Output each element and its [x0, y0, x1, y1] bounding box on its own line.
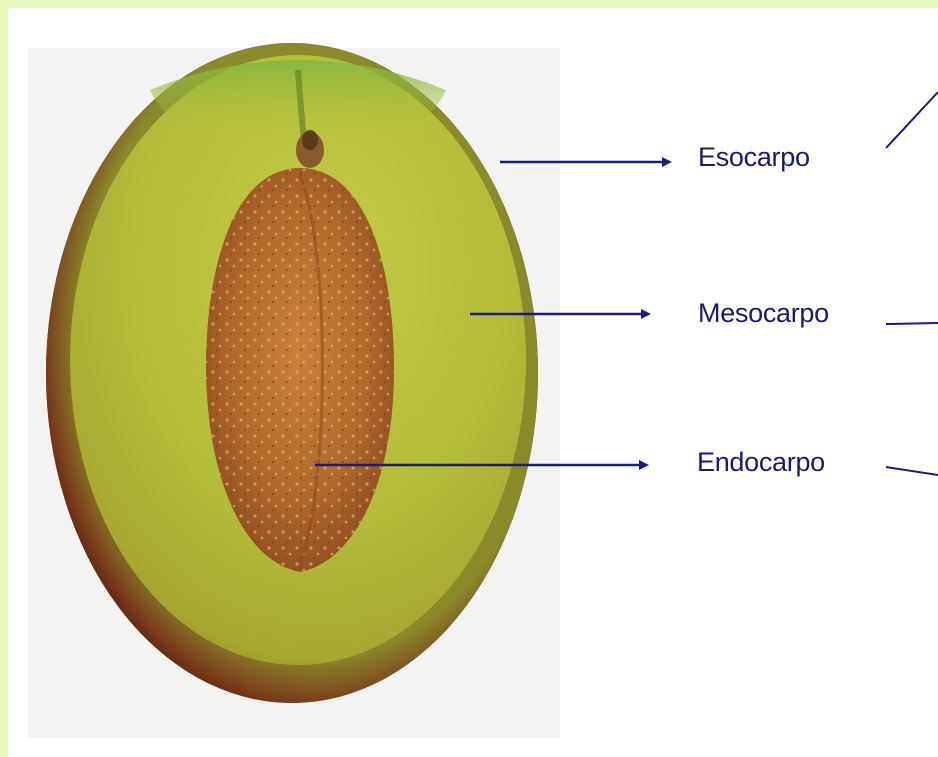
- fruit-pit: [206, 168, 394, 572]
- arrow-exocarp: [500, 157, 672, 167]
- label-mesocarp: Mesocarpo: [698, 298, 829, 329]
- label-endocarp: Endocarpo: [697, 447, 825, 478]
- connector-lines: [886, 92, 938, 475]
- label-exocarp: Esocarpo: [698, 142, 810, 173]
